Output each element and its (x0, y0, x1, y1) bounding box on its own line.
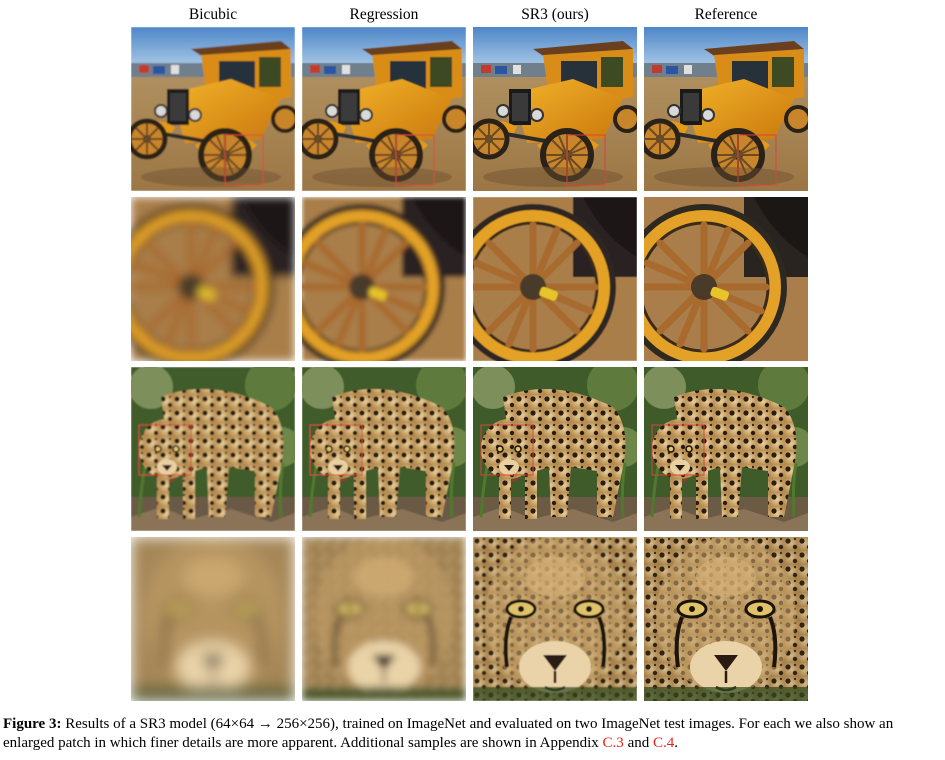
column-header-regression: Regression (349, 6, 419, 23)
image-leopard-bicubic (131, 367, 295, 531)
caption-text-and: and (623, 735, 653, 751)
image-leopard-face-zoom-reference (644, 537, 808, 701)
image-leopard-reference (644, 367, 808, 531)
column-header-sr3: SR3 (ours) (521, 6, 589, 23)
appendix-link-c4[interactable]: C.4 (652, 735, 675, 751)
image-leopard-sr3 (473, 367, 637, 531)
figure-caption: Figure 3: Results of a SR3 model (64×64 … (3, 715, 941, 753)
image-wheel-zoom-regression (302, 197, 466, 361)
caption-text: Results of a SR3 model (64×64 → 256×256)… (3, 716, 894, 751)
image-car-regression (302, 27, 466, 191)
image-leopard-face-zoom-sr3 (473, 537, 637, 701)
image-leopard-face-zoom-regression (302, 537, 466, 701)
image-wheel-zoom-sr3 (473, 197, 637, 361)
column-header-reference: Reference (694, 6, 758, 23)
caption-text-end: . (674, 735, 678, 751)
image-leopard-regression (302, 367, 466, 531)
image-car-bicubic (131, 27, 295, 191)
appendix-link-c3[interactable]: C.3 (602, 735, 624, 751)
image-wheel-zoom-reference (644, 197, 808, 361)
image-wheel-zoom-bicubic (131, 197, 295, 361)
image-leopard-face-zoom-bicubic (131, 537, 295, 701)
image-car-reference (644, 27, 808, 191)
column-header-bicubic: Bicubic (188, 6, 238, 23)
figure-label: Figure 3: (3, 716, 62, 732)
image-car-sr3 (473, 27, 637, 191)
